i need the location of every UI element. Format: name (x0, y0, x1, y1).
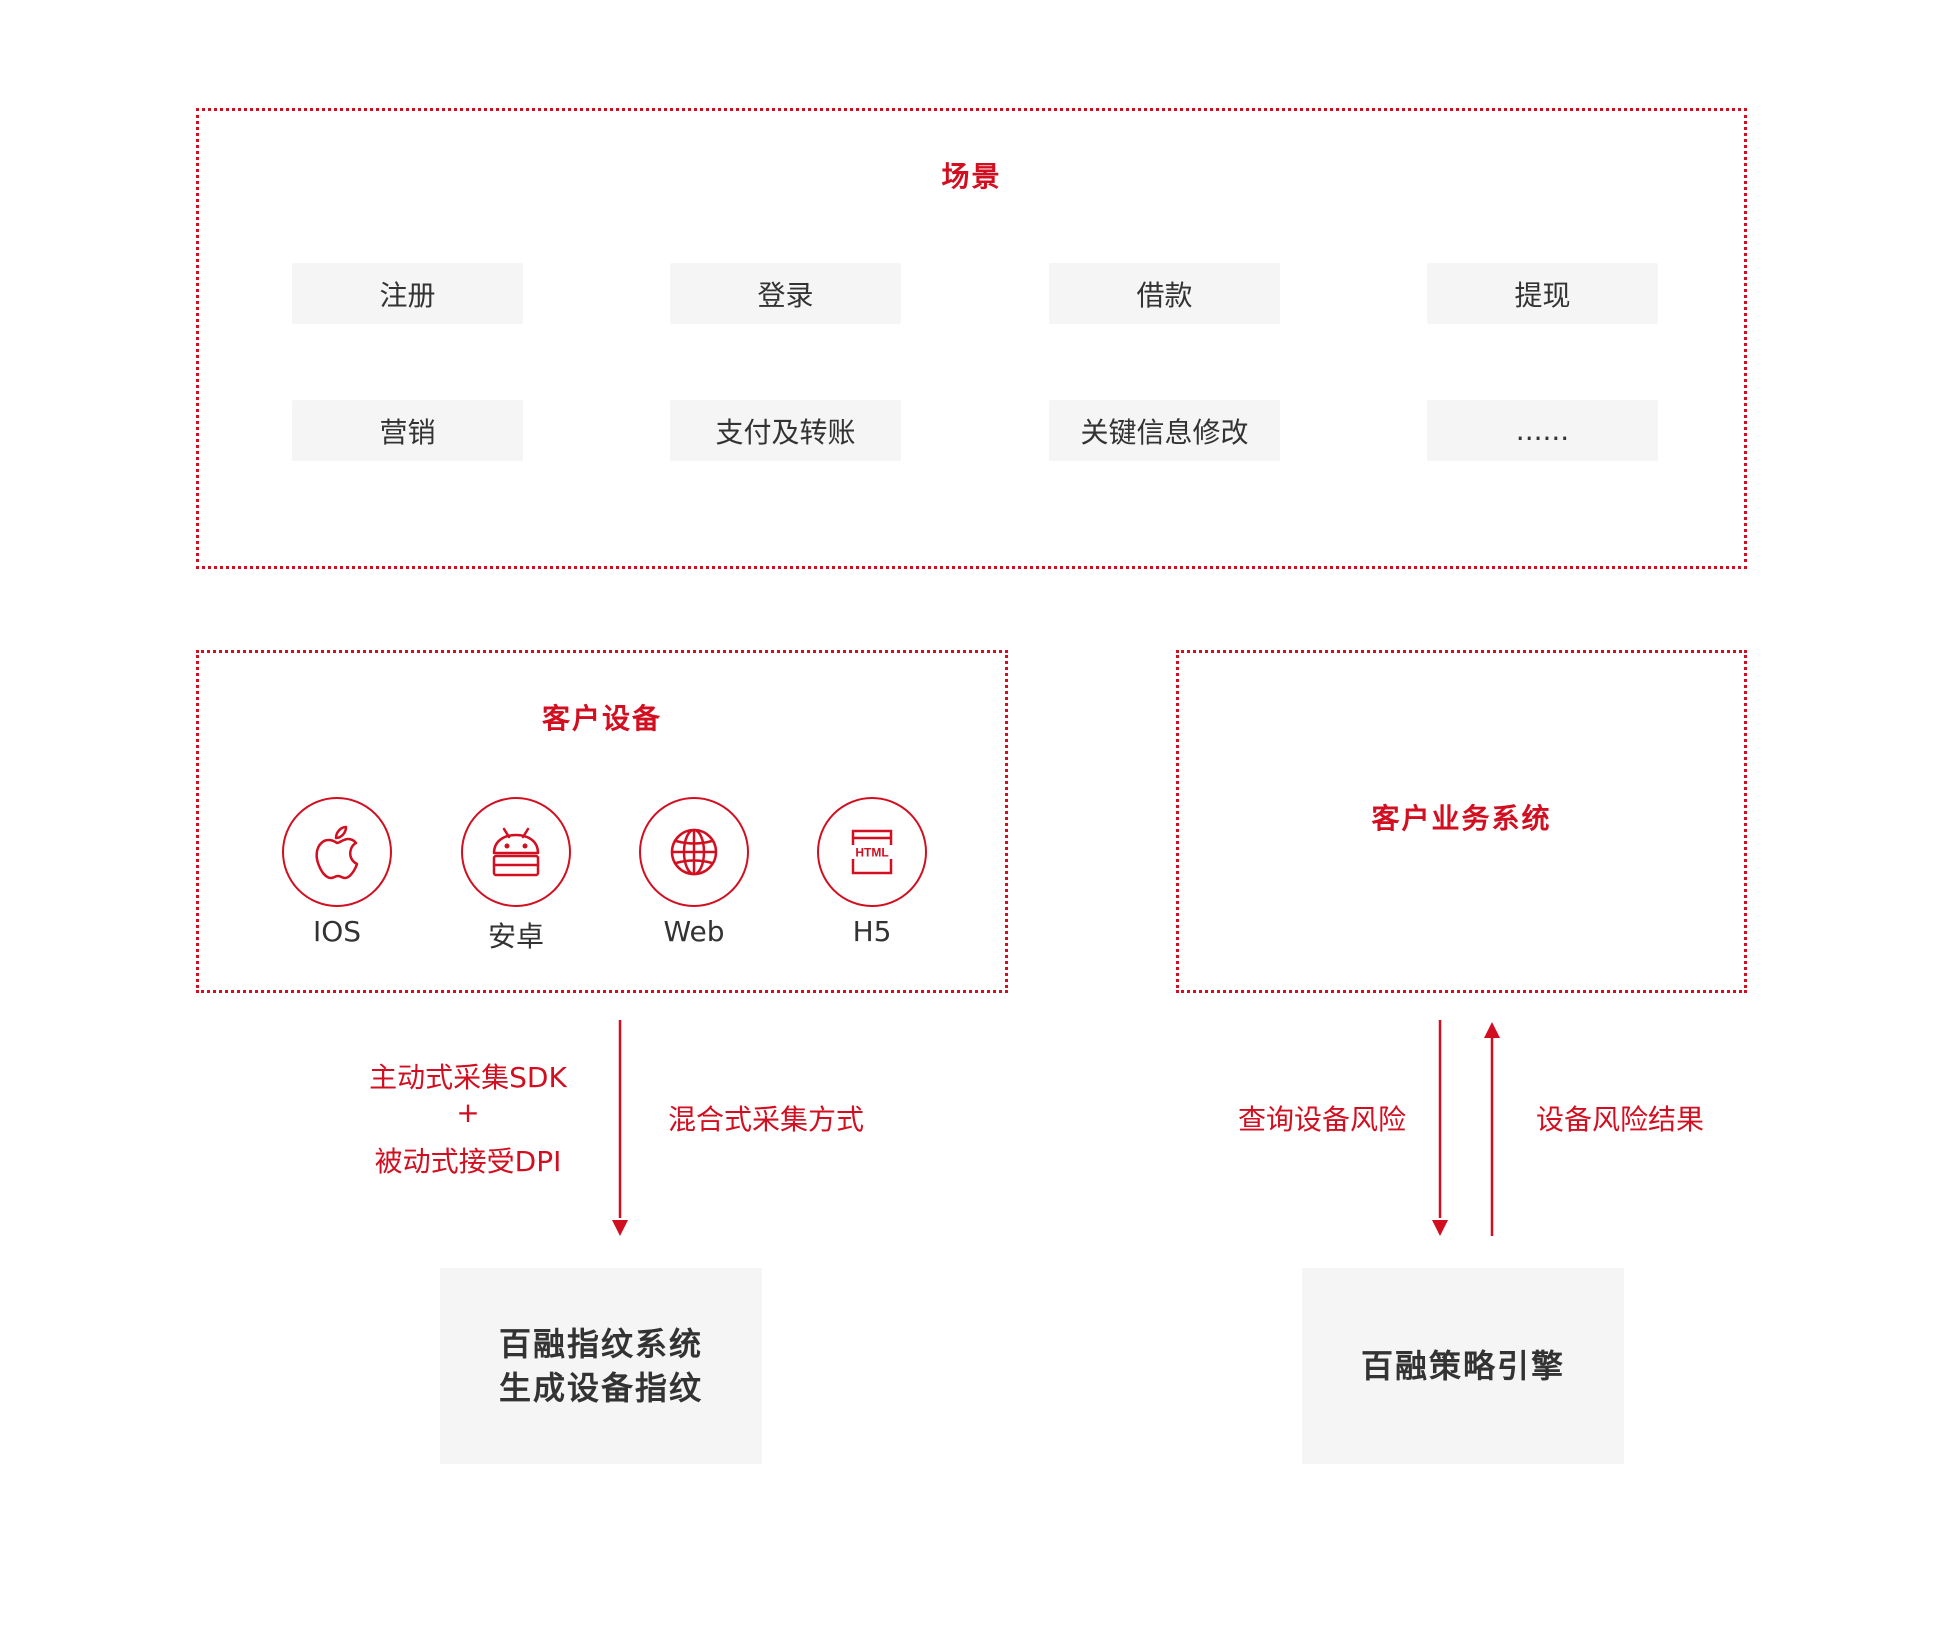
platform-label: H5 (852, 915, 892, 948)
scene-chip-marketing: 营销 (292, 400, 523, 461)
platform-label: 安卓 (487, 920, 544, 953)
device-title: 客户设备 (541, 702, 662, 735)
flow-result-label: 设备风险结果 (1536, 1103, 1705, 1136)
arrow-down-icon (612, 1220, 628, 1236)
business-title: 客户业务系统 (1371, 802, 1552, 835)
scene-chip-register: 注册 (292, 263, 523, 324)
fingerprint-system-box: 百融指纹系统 生成设备指纹 (440, 1268, 762, 1464)
fingerprint-line1: 百融指纹系统 (498, 1325, 703, 1363)
scene-title: 场景 (941, 160, 1002, 193)
arrow-down-icon (1432, 1220, 1448, 1236)
scene-chip-withdraw: 提现 (1427, 263, 1658, 324)
business-section: 客户业务系统 (1176, 650, 1747, 993)
apple-icon (315, 825, 359, 880)
flow-sdk-label: 主动式采集SDK (369, 1061, 567, 1094)
device-section: 客户设备 IOS 安卓 (196, 650, 1008, 993)
arrow-up-icon (1484, 1022, 1500, 1038)
scene-chip-more: ...... (1427, 400, 1658, 461)
flow-dpi-label: 被动式接受DPI (374, 1145, 562, 1178)
scene-chip-loan: 借款 (1049, 263, 1280, 324)
html-badge-text: HTML (855, 846, 888, 860)
platform-h5: HTML H5 (802, 797, 942, 948)
fingerprint-line2: 生成设备指纹 (498, 1369, 703, 1407)
android-icon (492, 827, 540, 877)
scene-chip-payment: 支付及转账 (670, 400, 901, 461)
platform-ios: IOS (267, 797, 407, 948)
scene-chip-key-info: 关键信息修改 (1049, 400, 1280, 461)
platform-label: Web (663, 915, 725, 948)
flow-plus-label: + (456, 1096, 480, 1129)
flow-query-label: 查询设备风险 (1238, 1103, 1407, 1136)
globe-icon (670, 828, 718, 876)
platform-web: Web (624, 797, 764, 948)
platform-android: 安卓 (446, 797, 586, 955)
flow-method-label: 混合式采集方式 (668, 1103, 865, 1136)
strategy-engine-box: 百融策略引擎 (1302, 1268, 1624, 1464)
strategy-engine-label: 百融策略引擎 (1360, 1347, 1565, 1385)
html-icon: HTML (848, 829, 896, 875)
scene-chip-login: 登录 (670, 263, 901, 324)
scene-section: 场景 注册 登录 借款 提现 营销 支付及转账 关键信息修改 ...... (196, 108, 1747, 569)
platform-label: IOS (312, 915, 362, 948)
